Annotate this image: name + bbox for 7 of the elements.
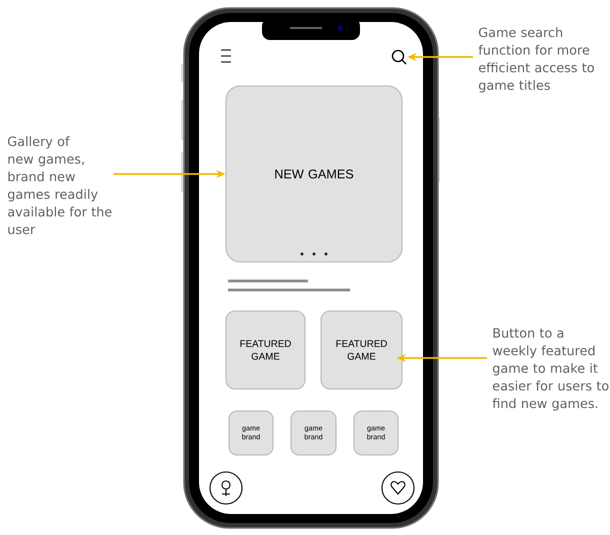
callout-text: Button to a weekly featured game to make it easier for users to find new games. <box>492 328 608 411</box>
gallery-card: NEW GAMES <box>225 85 403 263</box>
callout-text: Game search function for more efficient access to game titles <box>478 27 594 92</box>
search-icon <box>392 50 407 65</box>
callout-text: Gallery of new games, brand new games readily available for the user <box>8 136 112 234</box>
featured-game-button: FEATURED GAME <box>320 310 403 390</box>
featured-game-button: FEATURED GAME <box>225 310 306 390</box>
